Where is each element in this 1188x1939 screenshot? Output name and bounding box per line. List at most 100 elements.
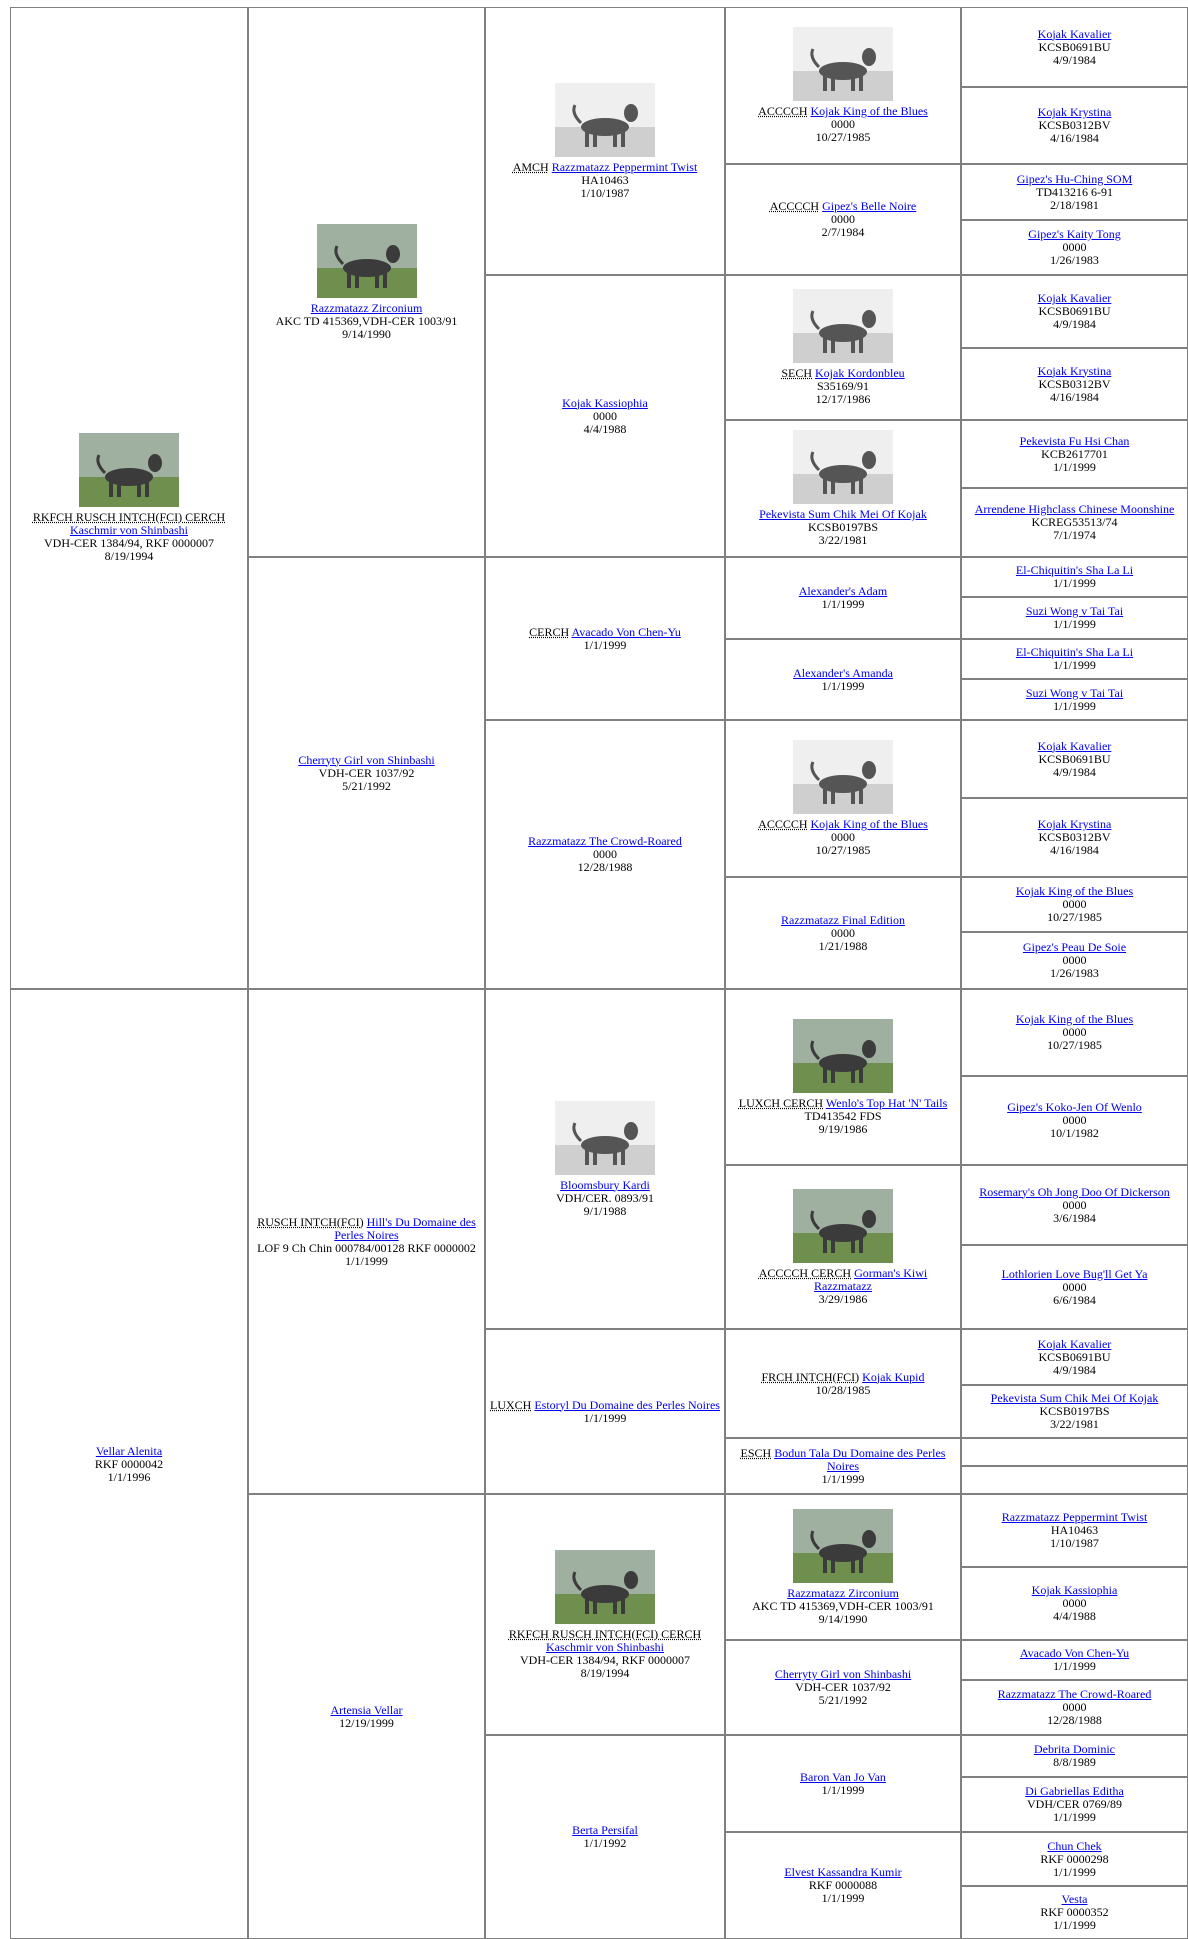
dog-name-link[interactable]: Kaschmir von Shinbashi [546, 1639, 664, 1654]
dog-name-link[interactable]: Artensia Vellar [330, 1702, 403, 1717]
dog-name-link[interactable]: Razzmatazz Peppermint Twist [1001, 1510, 1148, 1524]
dog-name-link[interactable]: Kojak King of the Blues [1015, 1012, 1134, 1026]
registration-number: 0000 [831, 212, 855, 226]
birth-date: 12/28/1988 [577, 860, 633, 874]
dog-name-link[interactable]: Kojak Krystina [1037, 817, 1112, 831]
dog-name-link[interactable]: Baron Van Jo Van [800, 1769, 886, 1784]
birth-date: 1/1/1999 [821, 1891, 865, 1905]
dog-name-link[interactable]: El-Chiquitin's Sha La Li [1015, 645, 1134, 659]
dog-name-link[interactable]: Gipez's Peau De Soie [1022, 940, 1127, 954]
dog-name-link[interactable]: Razzmatazz The Crowd-Roared [997, 1687, 1152, 1701]
name-line: Razzmatazz The Crowd-Roared [998, 1688, 1152, 1701]
name-line: Kojak Kavalier [1037, 738, 1112, 753]
dog-name-link[interactable]: Vellar Alenita [95, 1443, 163, 1458]
birth-date: 1/1/1999 [1053, 658, 1096, 672]
dog-name-link[interactable]: Alexander's Adam [798, 584, 888, 598]
birth-date: 3/6/1984 [1053, 1210, 1096, 1225]
dog-name-link[interactable]: Lothlorien Love Bug'll Get Ya [1001, 1266, 1148, 1281]
dog-name-link[interactable]: Kojak Kassiophia [562, 395, 648, 410]
dog-name-link[interactable]: Suzi Wong v Tai Tai [1025, 685, 1124, 700]
dog-photo-bw[interactable] [555, 82, 655, 160]
dog-photo-color[interactable] [793, 1018, 893, 1096]
dog-name-link[interactable]: Kojak Kupid [862, 1369, 925, 1384]
dog-name-link[interactable]: Di Gabriellas Editha [1025, 1784, 1124, 1798]
dog-name-link[interactable]: Berta Persifal [572, 1823, 638, 1837]
name-line: Pekevista Fu Hsi Chan [1019, 433, 1130, 448]
dog-name-link[interactable]: Rosemary's Oh Jong Doo Of Dickerson [979, 1184, 1170, 1199]
dog-name-link[interactable]: Kojak Kassiophia [1031, 1583, 1118, 1597]
dog-name-link[interactable]: Kojak Kavalier [1037, 26, 1112, 41]
dog-name-link[interactable]: Kaschmir von Shinbashi [70, 523, 188, 537]
dog-photo-bw[interactable] [793, 430, 893, 507]
dog-name-link[interactable]: Cherryty Girl von Shinbashi [774, 1667, 912, 1681]
dog-name-link[interactable]: Bodun Tala Du Domaine des Perles Noires [774, 1445, 946, 1473]
dog-name-link[interactable]: Wenlo's Top Hat 'N' Tails [825, 1095, 948, 1110]
dog-photo-color[interactable] [316, 223, 417, 301]
birth-date: 10/27/1985 [1047, 910, 1102, 924]
dog-name-link[interactable]: Gipez's Hu-Ching SOM [1016, 171, 1133, 186]
title-abbr: AMCH [512, 159, 549, 174]
dog-name-link[interactable]: Avacado Von Chen-Yu [571, 624, 681, 639]
dog-photo-bw[interactable] [793, 289, 893, 366]
registration-number: KCSB0691BU [1038, 39, 1111, 54]
dog-name-link[interactable]: Suzi Wong v Tai Tai [1025, 604, 1124, 618]
birth-date: 3/29/1986 [818, 1291, 868, 1306]
dog-name-link[interactable]: Elvest Kassandra Kumir [784, 1865, 902, 1879]
registration-number: 0000 [1062, 1596, 1087, 1610]
dog-name-link[interactable]: Kojak King of the Blues [1015, 884, 1134, 898]
dog-name-link[interactable]: Razzmatazz Final Edition [781, 912, 905, 927]
registration-number: KCSB0312BV [1038, 376, 1111, 391]
dog-photo-bw[interactable] [793, 740, 893, 817]
dog-name-link[interactable]: Avacado Von Chen-Yu [1019, 1646, 1130, 1660]
dog-name-link[interactable]: Kojak Kavalier [1037, 738, 1112, 753]
dog-name-link[interactable]: Kojak Krystina [1037, 105, 1112, 119]
dog-name-link[interactable]: Razzmatazz The Crowd-Roared [528, 834, 682, 848]
birth-date: 7/1/1974 [1053, 528, 1096, 542]
registration-number: 0000 [1062, 1025, 1087, 1039]
dog-photo-color[interactable] [793, 1508, 893, 1586]
dog-name-link[interactable]: Razzmatazz Zirconium [310, 300, 423, 315]
name-line: Suzi Wong v Tai Tai [1025, 685, 1124, 700]
dog-name-link[interactable]: Pekevista Sum Chik Mei Of Kojak [759, 507, 927, 521]
dog-photo-color[interactable] [79, 433, 179, 510]
dog-name-link[interactable]: Gipez's Koko-Jen Of Wenlo [1007, 1100, 1142, 1114]
dog-name-link[interactable]: Arrendene Highclass Chinese Moonshine [974, 502, 1175, 516]
birth-date: 9/1/1988 [583, 1203, 627, 1218]
birth-date: 1/1/1999 [821, 1471, 865, 1486]
dog-name-link[interactable]: Pekevista Sum Chik Mei Of Kojak [990, 1391, 1159, 1405]
dog-name-link[interactable]: Gorman's Kiwi Razzmatazz [814, 1265, 928, 1293]
dog-photo-bw[interactable] [793, 27, 893, 104]
dog-name-link[interactable]: Chun Chek [1047, 1838, 1102, 1853]
dog-name-link[interactable]: Kojak Kavalier [1037, 1336, 1112, 1351]
registration-number: 0000 [831, 830, 855, 844]
dog-name-link[interactable]: Kojak King of the Blues [810, 817, 928, 831]
dog-name-link[interactable]: Razzmatazz Zirconium [787, 1585, 899, 1600]
dog-name-link[interactable]: Estoryl Du Domaine des Perles Noires [534, 1397, 720, 1412]
dog-name-link[interactable]: Alexander's Amanda [793, 665, 893, 680]
dog-name-link[interactable]: Debrita Dominic [1034, 1742, 1115, 1756]
dog-name-link[interactable]: Kojak Kavalier [1037, 291, 1112, 305]
dog-name-link[interactable]: Kojak Kordonbleu [815, 366, 905, 380]
dog-photo-color[interactable] [555, 1549, 655, 1627]
dog-photo-bw[interactable] [555, 1100, 655, 1178]
dog-name-link[interactable]: El-Chiquitin's Sha La Li [1015, 563, 1134, 577]
dog-name-link[interactable]: Kojak King of the Blues [810, 104, 928, 118]
dog-photo-color[interactable] [793, 1188, 893, 1266]
dog-name-link[interactable]: Kojak Krystina [1037, 363, 1112, 378]
dog-name-link[interactable]: Gipez's Kaity Tong [1028, 227, 1121, 241]
dog-name-link[interactable]: Gipez's Belle Noire [822, 199, 917, 213]
dog-name-link[interactable]: Vesta [1061, 1892, 1088, 1906]
birth-date: 1/1/1999 [1053, 459, 1096, 474]
dog-name-link[interactable]: Cherryty Girl von Shinbashi [298, 752, 435, 767]
dog-name-link[interactable]: Bloomsbury Kardi [560, 1177, 650, 1192]
dog-name-link[interactable]: Razzmatazz Peppermint Twist [551, 159, 698, 174]
dog-name-link[interactable]: Pekevista Fu Hsi Chan [1019, 433, 1130, 448]
dog-name-link[interactable]: Hill's Du Domaine des Perles Noires [334, 1214, 476, 1242]
name-line: Razzmatazz The Crowd-Roared [528, 835, 682, 848]
